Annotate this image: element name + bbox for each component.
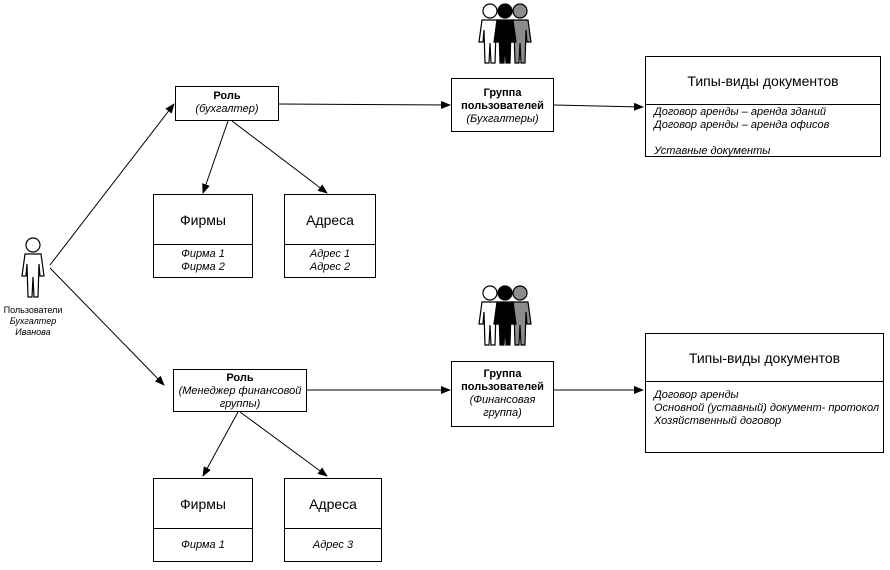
firms-list: Фирма 1 Фирма 2 xyxy=(154,245,252,277)
user-group-icon xyxy=(478,285,532,346)
doc-type-item: Хозяйственный договор xyxy=(654,415,782,427)
arrow-user-to-role-top xyxy=(49,103,175,266)
firm-item: Фирма 2 xyxy=(181,261,225,273)
firm-item: Фирма 1 xyxy=(181,538,225,551)
group-subtitle: (Бухгалтеры) xyxy=(466,113,539,125)
address-item: Адрес 1 xyxy=(309,248,351,260)
user-label: Пользователи Бухгалтер Иванова xyxy=(0,305,66,338)
arrow-group-to-docs-top xyxy=(553,102,644,111)
doc-types-box-bottom[interactable]: Типы-виды документов Договор аренды Осно… xyxy=(645,333,884,453)
address-item: Адрес 3 xyxy=(312,538,354,551)
firms-title: Фирмы xyxy=(154,479,252,529)
firms-list: Фирма 1 xyxy=(154,529,252,561)
group-subtitle-line2: группа) xyxy=(483,407,522,419)
group-box-bottom[interactable]: Группа пользователей (Финансовая группа) xyxy=(451,361,554,427)
doc-types-title: Типы-виды документов xyxy=(646,57,880,105)
doc-type-item: Договор аренды – аренда офисов xyxy=(654,119,830,131)
role-box-bottom[interactable]: Роль (Менеджер финансовой группы) xyxy=(173,369,307,412)
arrow-role-to-addresses-bottom xyxy=(239,411,328,477)
doc-types-list: Договор аренды – аренда зданий Договор а… xyxy=(646,105,880,157)
group-title-line2: пользователей xyxy=(461,100,544,112)
address-item: Адрес 2 xyxy=(309,261,351,273)
role-box-top[interactable]: Роль (бухгалтер) xyxy=(175,86,279,121)
firms-box-bottom[interactable]: Фирмы Фирма 1 xyxy=(153,478,253,562)
doc-type-item: Основной (уставный) документ- протокол xyxy=(654,402,880,414)
group-title-line1: Группа xyxy=(483,368,522,380)
user-person-icon xyxy=(21,237,45,298)
arrow-role-to-addresses-top xyxy=(231,120,328,194)
doc-type-item: Договор аренды – аренда зданий xyxy=(654,106,827,118)
addresses-box-bottom[interactable]: Адреса Адрес 3 xyxy=(284,478,382,562)
doc-types-title: Типы-виды документов xyxy=(646,334,883,382)
addresses-box-top[interactable]: Адреса Адрес 1 Адрес 2 xyxy=(284,194,376,278)
user-label-title: Пользователи xyxy=(3,305,63,315)
connector-lines xyxy=(49,100,644,477)
addresses-list: Адрес 3 xyxy=(285,529,381,561)
arrow-role-to-firms-top xyxy=(202,120,229,194)
user-group-icon xyxy=(478,3,532,64)
doc-types-list: Договор аренды Основной (уставный) докум… xyxy=(646,382,883,452)
arrow-role-to-group-top xyxy=(278,100,451,109)
addresses-list: Адрес 1 Адрес 2 xyxy=(285,245,375,277)
role-title: Роль xyxy=(226,372,254,384)
doc-type-item xyxy=(654,132,880,145)
role-title: Роль xyxy=(213,90,241,102)
arrow-user-to-role-bottom xyxy=(49,267,165,386)
addresses-title: Адреса xyxy=(285,195,375,245)
firms-box-top[interactable]: Фирмы Фирма 1 Фирма 2 xyxy=(153,194,253,278)
group-title-line2: пользователей xyxy=(461,381,544,393)
arrow-role-to-firms-bottom xyxy=(202,411,239,477)
firms-title: Фирмы xyxy=(154,195,252,245)
user-label-surname: Иванова xyxy=(15,327,51,337)
group-box-top[interactable]: Группа пользователей (Бухгалтеры) xyxy=(451,78,554,132)
firm-item: Фирма 1 xyxy=(181,248,225,260)
role-subtitle-line1: (Менеджер финансовой xyxy=(178,385,302,397)
doc-types-box-top[interactable]: Типы-виды документов Договор аренды – ар… xyxy=(645,56,881,157)
doc-type-item: Уставные документы xyxy=(654,145,771,157)
group-title-line1: Группа xyxy=(483,87,522,99)
user-label-name: Бухгалтер xyxy=(9,316,57,326)
addresses-title: Адреса xyxy=(285,479,381,529)
group-subtitle-line1: (Финансовая xyxy=(469,394,536,406)
role-subtitle-line2: группы) xyxy=(219,398,261,410)
doc-type-item: Договор аренды xyxy=(654,389,739,401)
role-subtitle: (бухгалтер) xyxy=(195,103,259,115)
